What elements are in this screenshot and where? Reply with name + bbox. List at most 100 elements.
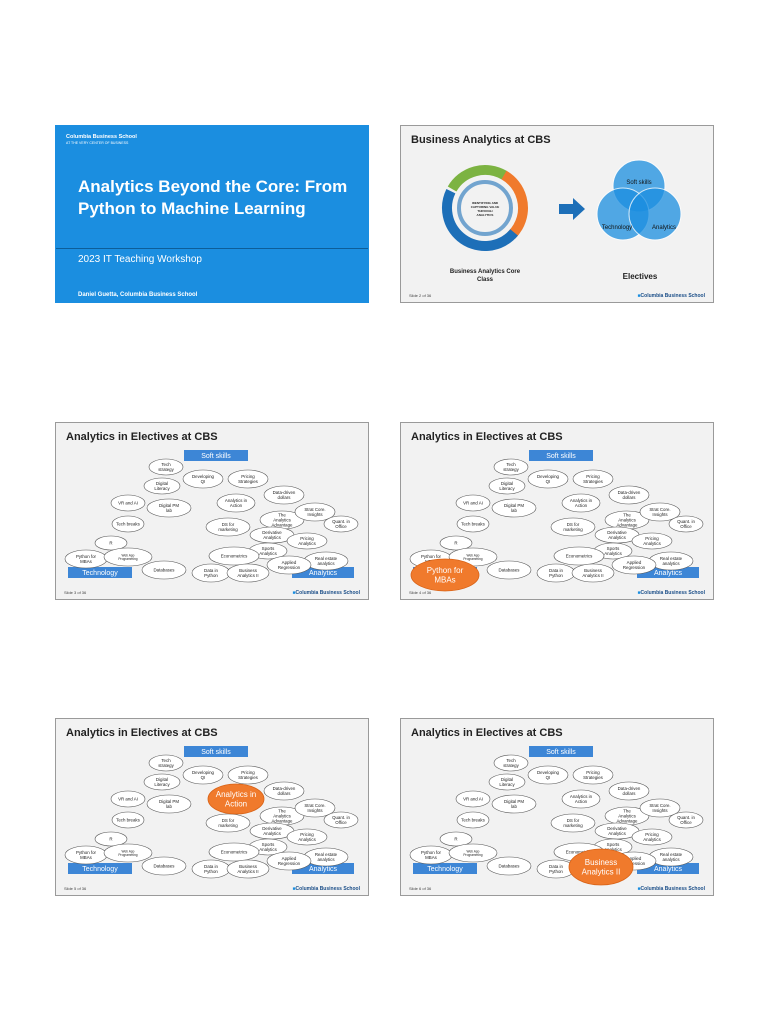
svg-text:ANALYTICS: ANALYTICS (477, 213, 494, 217)
svg-text:Tech breaks: Tech breaks (116, 818, 140, 823)
svg-text:Real estate: Real estate (660, 556, 683, 561)
slide-number: Slide 3 of 36 (64, 590, 87, 595)
svg-text:Econometrics: Econometrics (566, 850, 593, 855)
svg-text:Python: Python (549, 869, 563, 874)
svg-text:Analytics: Analytics (643, 837, 661, 842)
svg-text:Tech breaks: Tech breaks (461, 522, 485, 527)
svg-text:Python: Python (204, 573, 218, 578)
svg-text:Digital: Digital (501, 481, 513, 486)
electives-map: Soft skills Technology Analytics Techstr… (409, 450, 704, 592)
slide-number: Slide 5 of 36 (64, 886, 87, 891)
analytics-label (292, 567, 354, 578)
svg-text:Tech breaks: Tech breaks (116, 522, 140, 527)
soft-skills-label (529, 746, 593, 757)
slide-business-analytics[interactable]: Business Analytics at CBS IDENTIFYING AN… (400, 125, 714, 303)
svg-text:Regression: Regression (623, 565, 646, 570)
svg-text:Web App: Web App (467, 553, 480, 557)
svg-text:Digital: Digital (156, 777, 168, 782)
svg-text:strategy: strategy (503, 763, 519, 768)
svg-text:Tech breaks: Tech breaks (461, 818, 485, 823)
svg-text:Tech: Tech (161, 758, 171, 763)
svg-text:Pricing: Pricing (586, 474, 600, 479)
svg-text:Developing: Developing (192, 474, 215, 479)
slide-electives-6[interactable]: Analytics in Electives at CBS Soft skill… (400, 718, 714, 896)
svg-text:Programming: Programming (118, 853, 137, 857)
svg-text:Analytics: Analytics (618, 518, 636, 523)
svg-text:Real estate: Real estate (315, 556, 338, 561)
svg-text:Analytics II: Analytics II (237, 573, 258, 578)
svg-text:MBAs: MBAs (425, 855, 438, 860)
course-strat-core: Strat Core.Insights (639, 798, 681, 818)
svg-text:Pricing: Pricing (300, 832, 314, 837)
course-r: R (439, 831, 473, 847)
svg-text:analytics: analytics (317, 561, 335, 566)
svg-text:The: The (278, 808, 286, 813)
svg-text:Pricing: Pricing (645, 832, 659, 837)
course-vr-ai: VR and AI (455, 790, 491, 808)
analytics-label (637, 567, 699, 578)
slide-electives-5[interactable]: Analytics in Electives at CBS Soft skill… (55, 718, 369, 896)
technology-label (413, 863, 477, 874)
svg-text:The: The (623, 512, 631, 517)
svg-text:Python: Python (204, 869, 218, 874)
svg-text:Web App: Web App (122, 849, 135, 853)
svg-text:Office: Office (680, 820, 692, 825)
svg-text:QI: QI (201, 775, 206, 780)
course-tech-breaks: Tech breaks (456, 515, 490, 533)
svg-text:Office: Office (680, 524, 692, 529)
svg-text:strategy: strategy (158, 763, 174, 768)
course-econometrics: Econometrics (553, 546, 605, 566)
svg-text:Python for: Python for (76, 850, 97, 855)
course-vr-ai: VR and AI (455, 494, 491, 512)
slide-heading: Analytics in Electives at CBS (66, 431, 218, 443)
svg-text:Technology: Technology (82, 570, 118, 577)
svg-text:Sports: Sports (607, 546, 620, 551)
svg-text:Data-driven: Data-driven (273, 490, 296, 495)
svg-text:Programming: Programming (118, 557, 137, 561)
svg-text:Analytics in: Analytics in (570, 498, 593, 503)
svg-text:Digital PM: Digital PM (159, 799, 179, 804)
slide-electives-3[interactable]: Analytics in Electives at CBS Soft skill… (55, 422, 369, 600)
svg-text:Analytics: Analytics (604, 551, 622, 556)
slide-subtitle: 2023 IT Teaching Workshop (78, 254, 202, 265)
venn-analytics: Analytics (652, 225, 676, 231)
svg-text:dollars: dollars (278, 495, 292, 500)
slide-title[interactable]: Columbia Business School AT THE VERY CEN… (55, 125, 369, 303)
svg-text:Derivative: Derivative (262, 530, 282, 535)
svg-text:Quant. in: Quant. in (677, 815, 695, 820)
svg-text:Literacy: Literacy (154, 782, 170, 787)
svg-text:Advantage: Advantage (617, 523, 639, 528)
svg-text:Web App: Web App (122, 553, 135, 557)
svg-text:Analytics: Analytics (273, 814, 291, 819)
svg-text:Digital PM: Digital PM (504, 503, 524, 508)
svg-text:Python for: Python for (421, 850, 442, 855)
slide-number: Slide 2 of 36 (409, 293, 432, 298)
svg-text:MBAs: MBAs (80, 855, 93, 860)
svg-text:Analytics II: Analytics II (237, 869, 258, 874)
slide-electives-4[interactable]: Analytics in Electives at CBS Soft skill… (400, 422, 714, 600)
svg-text:Applied: Applied (282, 856, 297, 861)
svg-text:Strategies: Strategies (238, 479, 259, 484)
svg-text:Soft skills: Soft skills (546, 453, 576, 460)
svg-text:QI: QI (201, 479, 206, 484)
